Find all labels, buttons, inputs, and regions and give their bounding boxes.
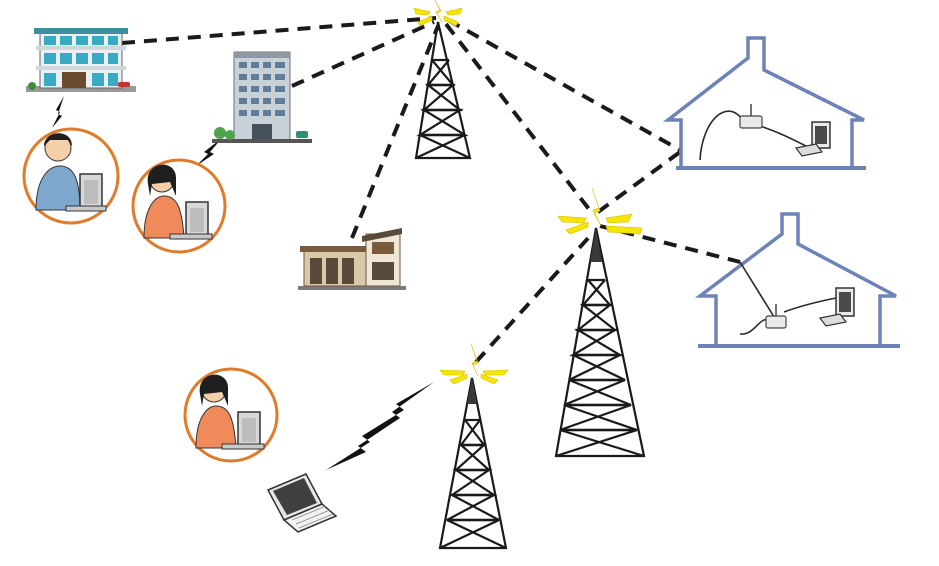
house-upper [662, 36, 866, 170]
computer-icon [794, 121, 831, 157]
router-icon [739, 104, 763, 129]
office-building-icon [212, 51, 312, 143]
links [121, 16, 741, 364]
man-at-computer-icon [22, 127, 120, 225]
radio-tower-icon [414, 21, 646, 550]
woman-at-computer-icon [183, 367, 279, 463]
tower-bottom [438, 377, 508, 550]
wireless-woman-icon [196, 138, 222, 166]
tower-top [414, 21, 472, 160]
woman-at-computer-icon [131, 158, 227, 254]
house-outline-icon [662, 36, 865, 170]
link-tower-top-to-house-upper [447, 18, 681, 152]
link-apartment-to-tower-top [121, 16, 437, 45]
wireless-links [52, 96, 434, 470]
tower-middle [554, 227, 646, 458]
laptop-icon [266, 473, 338, 533]
shop-building-icon [298, 228, 406, 290]
computer-icon [818, 287, 855, 327]
link-tower-bottom-to-tower-middle [474, 234, 592, 364]
apartment-building-icon [26, 28, 136, 92]
house-outline-icon [694, 212, 897, 348]
signal-spark-icon [413, 0, 643, 385]
router-icon [765, 304, 787, 329]
link-tower-top-to-tower-middle [444, 22, 594, 215]
wireless-man-icon [52, 96, 64, 128]
wireless-laptop-icon [326, 382, 434, 470]
link-office-to-tower-top [291, 20, 435, 88]
house-lower [694, 212, 900, 348]
link-shop-to-tower-top [350, 25, 440, 239]
link-tower-middle-to-house-upper [596, 150, 682, 214]
